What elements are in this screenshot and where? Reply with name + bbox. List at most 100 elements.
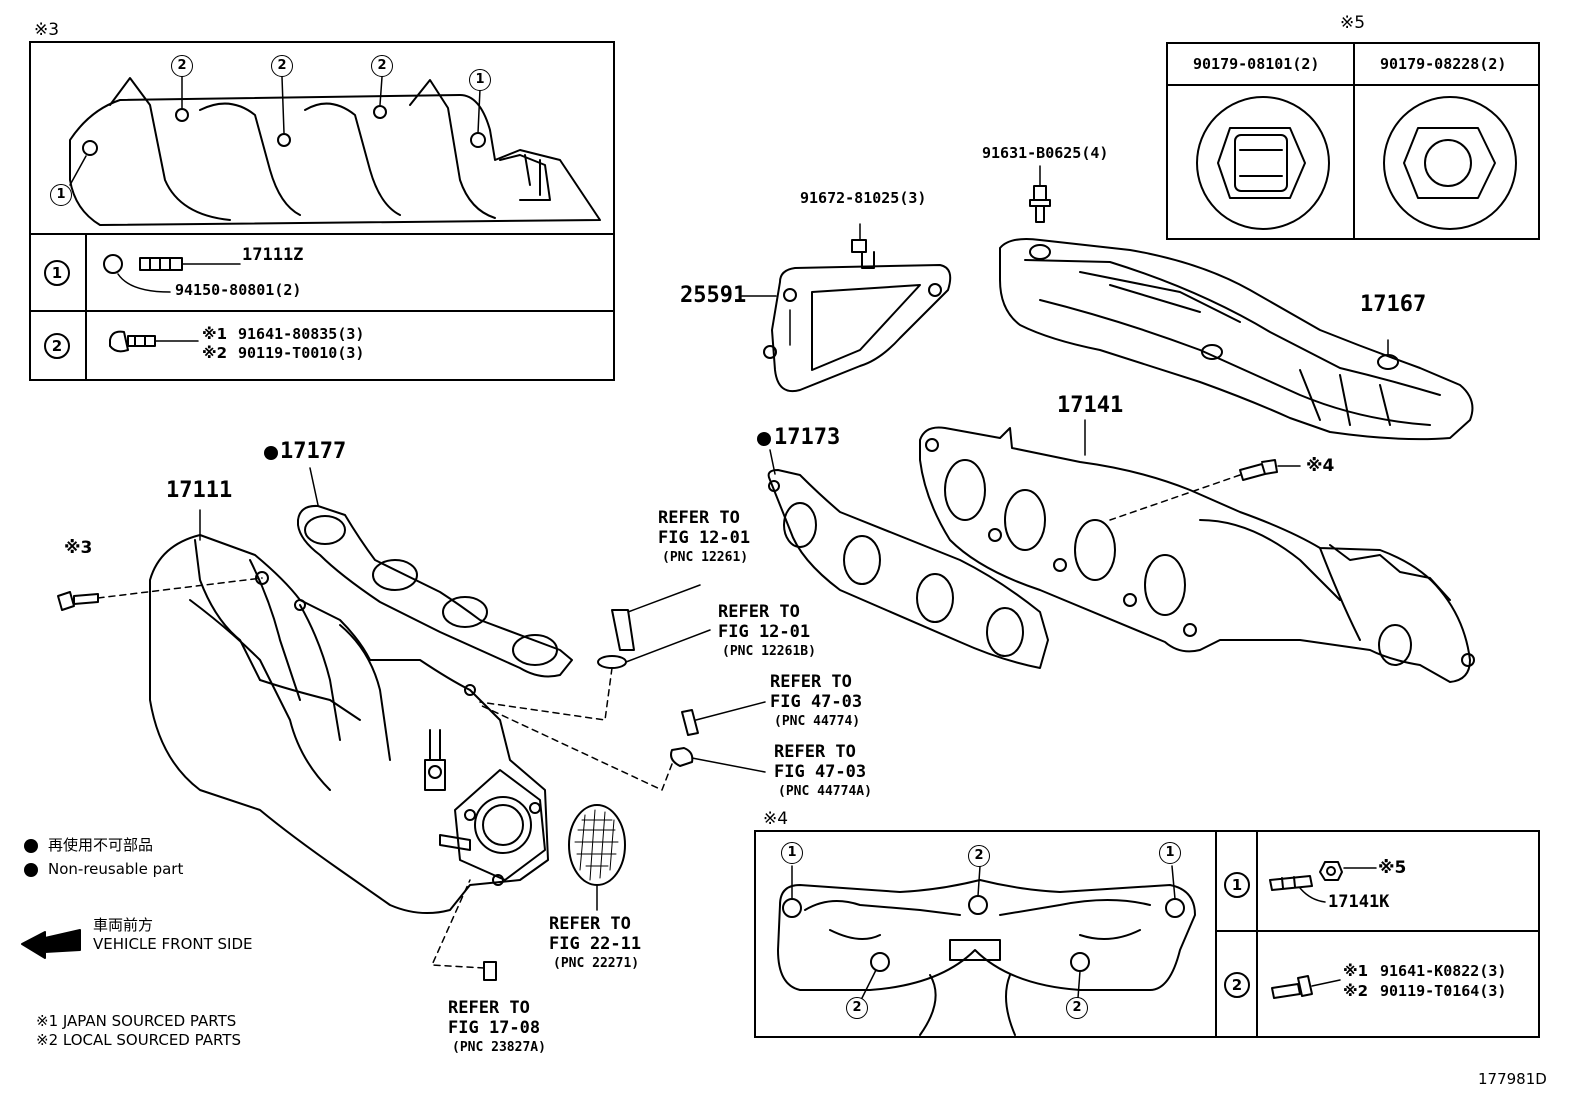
box5-nut-icons: [1196, 96, 1517, 230]
box3-row2-num: 2: [44, 333, 70, 359]
box5-mark: ※5: [1340, 13, 1366, 33]
refer-line: REFER TO: [774, 742, 856, 762]
box3-callout: 1: [50, 184, 72, 206]
refer-line: FIG 47-03: [774, 762, 867, 782]
part-17111: 17111: [166, 478, 233, 503]
bolt-91672: [851, 223, 875, 269]
box3-callout: 1: [469, 69, 491, 91]
box3-row2-mark2: ※2: [202, 344, 228, 362]
gasket-17177: [297, 467, 573, 678]
refer-line: FIG 17-08: [448, 1018, 541, 1038]
non-reusable-dot-icon: [264, 446, 278, 460]
box3-manifold-sketch: [69, 76, 601, 226]
refer-to-23827a: REFER TO FIG 17-08 (PNC 23827A): [448, 998, 546, 1055]
legend-non-reusable-jp: 再使用不可部品: [48, 836, 154, 854]
hose-parts: [431, 584, 766, 981]
box4-callout: 2: [968, 845, 990, 867]
box4-row2-num: 2: [1224, 972, 1250, 998]
box3-row2-mark1: ※1: [202, 325, 228, 343]
figure-id: 177981D: [1478, 1070, 1547, 1088]
exhaust-manifold-17141: [919, 419, 1475, 683]
part-17111z: 17111Z: [242, 245, 304, 265]
box3-callout: 2: [371, 55, 393, 77]
box3-frame: [29, 41, 615, 381]
bracket-25591: [741, 264, 952, 392]
refer-line: FIG 22-11: [549, 934, 642, 954]
part-91641-k0822: 91641-K0822(3): [1380, 962, 1507, 980]
box3-row1-num: 1: [44, 260, 70, 286]
gasket-17173: [767, 449, 1049, 669]
box4-row2-mark2: ※2: [1343, 982, 1369, 1000]
mark3-bolt: ※3: [64, 538, 93, 558]
non-reusable-dot-icon: [24, 839, 38, 853]
front-arrow-icon: [21, 929, 81, 959]
part-17173: 17173: [774, 425, 841, 450]
box3-stud-icons: [103, 254, 241, 353]
refer-line: FIG 47-03: [770, 692, 863, 712]
box3-divider: [85, 233, 87, 381]
part-90179-08228: 90179-08228(2): [1380, 55, 1507, 73]
part-90119-t0164: 90119-T0164(3): [1380, 982, 1507, 1000]
refer-line: (PNC 22271): [553, 956, 640, 971]
box4-divider: [1215, 830, 1217, 1038]
box3-callout: 2: [271, 55, 293, 77]
refer-line: (PNC 12261): [662, 550, 749, 565]
refer-line: REFER TO: [448, 998, 530, 1018]
box3-divider: [29, 310, 615, 312]
box3-divider: [29, 233, 615, 235]
refer-line: (PNC 44774): [774, 714, 861, 729]
part-90179-08101: 90179-08101(2): [1193, 55, 1320, 73]
box4-row1-mark: ※5: [1378, 858, 1407, 878]
refer-line: REFER TO: [658, 508, 740, 528]
part-91631: 91631-B0625(4): [982, 144, 1109, 162]
legend-non-reusable-en: Non-reusable part: [48, 860, 184, 878]
box4-bolt-icons: [1269, 861, 1377, 999]
refer-to-12261b: REFER TO FIG 12-01 (PNC 12261B): [718, 602, 816, 659]
legend-front-en: VEHICLE FRONT SIDE: [93, 935, 253, 953]
refer-line: REFER TO: [718, 602, 800, 622]
part-17141k: 17141K: [1328, 892, 1390, 912]
refer-to-44774a: REFER TO FIG 47-03 (PNC 44774A): [774, 742, 872, 799]
part-90119-t0010: 90119-T0010(3): [238, 344, 365, 362]
mark4-bolt: ※4: [1306, 456, 1335, 476]
part-94150: 94150-80801(2): [175, 281, 302, 299]
box4-callout: 1: [1159, 842, 1181, 864]
refer-line: REFER TO: [770, 672, 852, 692]
box4-callout: 2: [846, 997, 868, 1019]
intake-manifold-17111: [149, 509, 549, 915]
box5-divider: [1353, 42, 1355, 240]
box4-mark: ※4: [763, 809, 789, 829]
part-17177: 17177: [280, 439, 347, 464]
legend-note1: ※1 JAPAN SOURCED PARTS: [36, 1012, 237, 1030]
refer-line: (PNC 23827A): [452, 1040, 546, 1055]
non-reusable-dot-icon: [757, 432, 771, 446]
box3-callout: 2: [171, 55, 193, 77]
box4-callout: 1: [781, 842, 803, 864]
box4-frame: [754, 830, 1540, 1038]
refer-to-22271: REFER TO FIG 22-11 (PNC 22271): [549, 914, 642, 971]
box4-row2-mark1: ※1: [1343, 962, 1369, 980]
refer-to-12261: REFER TO FIG 12-01 (PNC 12261): [658, 508, 751, 565]
part-17141: 17141: [1057, 393, 1124, 418]
bolt-91631: [1029, 165, 1051, 223]
box4-divider: [1256, 830, 1258, 1038]
box4-callout: 2: [1066, 997, 1088, 1019]
part-91672: 91672-81025(3): [800, 189, 927, 207]
refer-line: (PNC 12261B): [722, 644, 816, 659]
part-25591: 25591: [680, 283, 747, 308]
refer-line: FIG 12-01: [718, 622, 811, 642]
legend-front-jp: 車両前方: [93, 916, 154, 934]
bolt-mark3: [57, 577, 263, 611]
box4-row1-num: 1: [1224, 872, 1250, 898]
refer-line: REFER TO: [549, 914, 631, 934]
refer-to-44774: REFER TO FIG 47-03 (PNC 44774): [770, 672, 863, 729]
box4-manifold-sketch: [777, 865, 1196, 1036]
refer-line: FIG 12-01: [658, 528, 751, 548]
box3-mark: ※3: [34, 20, 60, 40]
heat-insulator-17167: [999, 238, 1474, 441]
legend-note2: ※2 LOCAL SOURCED PARTS: [36, 1031, 241, 1049]
refer-line: (PNC 44774A): [778, 784, 872, 799]
non-reusable-dot-icon: [24, 863, 38, 877]
box4-divider: [1215, 930, 1540, 932]
